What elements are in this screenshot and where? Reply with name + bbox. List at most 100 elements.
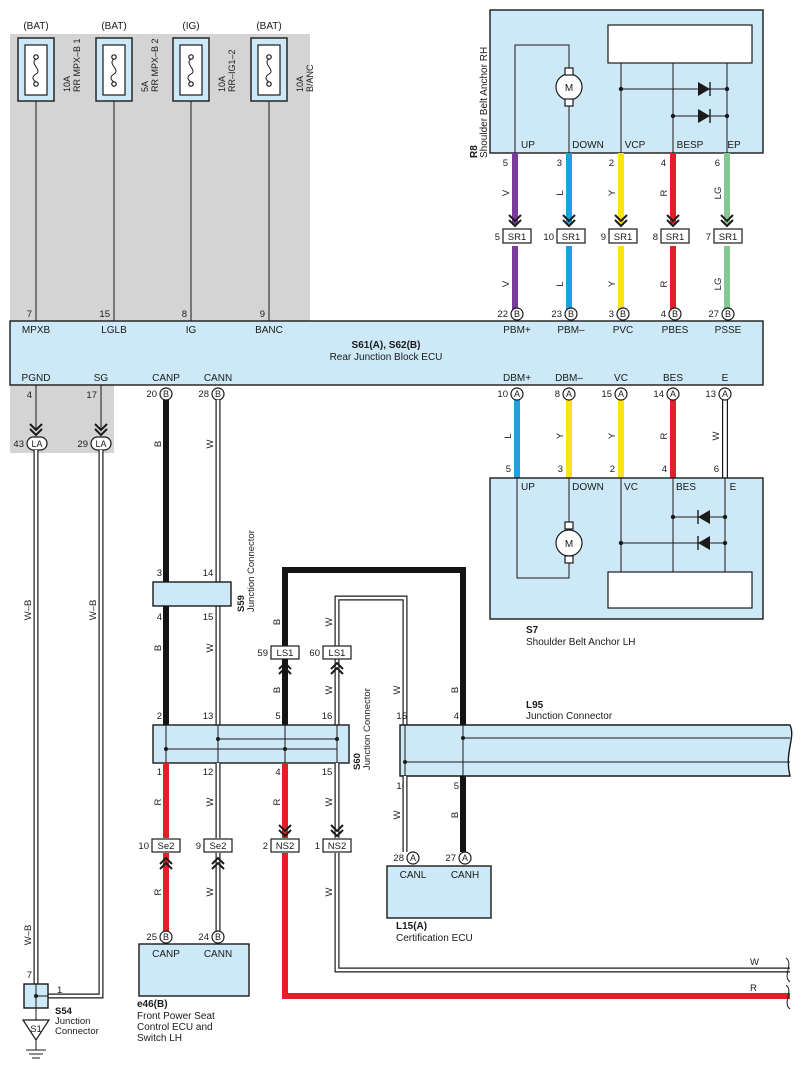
svg-text:B: B [450,812,461,818]
svg-text:R: R [659,432,670,439]
svg-text:A: A [410,853,416,863]
fuse-4: (BAT) 10A B/ANC 9 [250,21,315,321]
svg-text:L: L [555,281,566,286]
svg-text:LG: LG [713,278,724,291]
s7-name: Shoulder Belt Anchor LH [526,637,636,648]
l15-wires: A A 28 27 [393,776,472,865]
svg-text:IG: IG [186,325,197,336]
svg-text:Switch LH: Switch LH [137,1033,182,1044]
svg-text:4: 4 [454,711,459,722]
svg-text:22: 22 [497,309,508,320]
svg-text:W: W [711,431,722,440]
svg-text:B: B [620,309,626,319]
svg-text:15: 15 [396,711,407,722]
fuse-4-pin: 9 [260,309,265,320]
svg-text:Front Power Seat: Front Power Seat [137,1011,215,1022]
svg-text:W: W [205,887,216,896]
svg-text:15: 15 [322,767,333,778]
s60-name: Junction Connector [362,688,373,770]
r8-term-up: UP [521,140,535,151]
svg-text:20: 20 [146,389,157,400]
svg-text:5: 5 [454,781,459,792]
svg-text:LA: LA [31,439,42,449]
svg-text:B: B [272,687,283,693]
svg-text:W: W [324,797,335,806]
svg-text:SG: SG [94,373,109,384]
svg-text:Connector: Connector [55,1026,99,1037]
s60-junction-connector: 2 13 5 16 1 12 4 15 S60 Junction Connect… [152,688,373,778]
svg-text:R: R [659,189,670,196]
svg-text:W: W [324,685,335,694]
fuse-1: (BAT) 10A RR MPX–B 1 7 [17,21,82,321]
svg-text:59: 59 [257,648,268,659]
svg-text:LS1: LS1 [277,648,294,659]
r8-motor-label: M [565,83,573,94]
svg-text:16: 16 [396,781,407,792]
svg-text:4: 4 [661,309,666,320]
svg-text:CANL: CANL [400,870,427,881]
svg-text:4: 4 [662,464,667,475]
svg-text:B: B [568,309,574,319]
r8-wires: 5 3 2 4 6 V L Y R LG V L Y R LG SR1 SR1 … [495,153,743,321]
svg-text:DBM–: DBM– [555,373,583,384]
svg-text:SR1: SR1 [719,232,737,243]
fuse-4-supply: (BAT) [256,21,281,32]
svg-text:13: 13 [705,389,716,400]
svg-text:B: B [725,309,731,319]
svg-text:W–B: W–B [23,925,34,946]
svg-text:2: 2 [610,464,615,475]
svg-text:LG: LG [713,187,724,200]
svg-text:L: L [503,433,514,438]
fuse-3-rating: 10A [217,76,227,92]
svg-text:DOWN: DOWN [572,482,604,493]
svg-text:3: 3 [557,158,562,169]
svg-text:R: R [153,888,164,895]
svg-text:A: A [566,389,572,399]
fuse-3-name: RR–IG1–2 [227,49,237,92]
svg-text:PBES: PBES [662,325,689,336]
svg-text:VC: VC [614,373,628,384]
svg-text:Y: Y [607,189,618,196]
r8-component: M UP DOWN VCP BESP EP R8 Shoulder Belt A… [469,9,764,158]
svg-text:B: B [514,309,520,319]
fuse-1-pin: 7 [27,309,32,320]
svg-text:15: 15 [203,612,214,623]
svg-text:W: W [324,887,335,896]
svg-text:43: 43 [13,439,24,450]
svg-text:CANN: CANN [204,373,232,384]
r8-term-besp: BESP [677,140,704,151]
svg-text:A: A [670,389,676,399]
svg-text:L: L [555,190,566,195]
svg-text:PBM–: PBM– [557,325,585,336]
s54-id: S54 [55,1006,73,1017]
svg-text:B: B [672,309,678,319]
e46-front-power-seat-ecu: CANP CANN e46(B) Front Power Seat Contro… [137,943,250,1044]
s7-component: M UP DOWN VC BES E S7 Shoulder Belt Anch… [489,477,764,648]
svg-text:2: 2 [157,711,162,722]
svg-text:PGND: PGND [22,373,51,384]
fuse-2-supply: (BAT) [101,21,126,32]
svg-text:5: 5 [495,232,500,243]
ecu-name: Rear Junction Block ECU [330,352,443,363]
l95-name: Junction Connector [526,711,613,722]
ls1-wires: LS1 LS1 59 60 B W B W [257,567,466,725]
fuse-1-name: RR MPX–B 1 [72,38,82,92]
svg-text:PSSE: PSSE [715,325,742,336]
svg-text:3: 3 [609,309,614,320]
r8-name: Shoulder Belt Anchor RH [479,47,490,158]
svg-text:Y: Y [607,280,618,287]
svg-text:B: B [215,389,221,399]
svg-text:14: 14 [203,568,214,579]
svg-text:SR1: SR1 [508,232,526,243]
svg-text:VC: VC [624,482,638,493]
svg-text:Y: Y [607,432,618,439]
svg-text:BES: BES [676,482,696,493]
svg-text:B: B [153,441,164,447]
svg-text:Junction: Junction [55,1016,90,1027]
r8-term-down: DOWN [572,140,604,151]
svg-text:W: W [205,439,216,448]
s7-id: S7 [526,625,539,636]
svg-text:CANP: CANP [152,373,180,384]
svg-text:E: E [730,482,737,493]
svg-text:E: E [722,373,729,384]
